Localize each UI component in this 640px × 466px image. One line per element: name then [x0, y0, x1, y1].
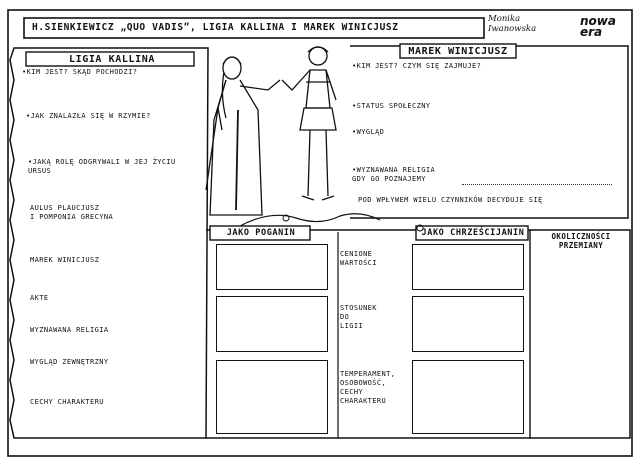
pagan-values-box[interactable] — [216, 244, 328, 290]
marek-heading: MAREK WINICJUSZ — [408, 46, 508, 57]
author-signature: Monika Iwanowska — [488, 14, 537, 34]
christian-values-box[interactable] — [412, 244, 524, 290]
pagan-attitude-box[interactable] — [216, 296, 328, 352]
pagan-heading: JAKO POGANIN — [226, 228, 296, 238]
row-label-temperament: TEMPERAMENT, OSOBOWOŚĆ, CECHY CHARAKTERU — [340, 370, 396, 405]
marek-item-who: •KIM JEST? CZYM SIĘ ZAJMUJE? — [352, 62, 482, 70]
ligia-item-marek: MAREK WINICJUSZ — [30, 256, 100, 264]
nowa-era-logo: nowa era — [580, 14, 616, 39]
marek-item-status: •STATUS SPOŁECZNY — [352, 102, 431, 110]
pagan-temperament-box[interactable] — [216, 360, 328, 434]
page-title: H.SIENKIEWICZ „QUO VADIS”, LIGIA KALLINA… — [32, 22, 399, 33]
ligia-item-rome: •JAK ZNALAZŁA SIĘ W RZYMIE? — [26, 112, 151, 120]
ligia-item-roles: •JAKĄ ROLĘ ODGRYWALI W JEJ ŻYCIU URSUS — [28, 158, 176, 175]
row-label-values: CENIONE WARTOŚCI — [340, 250, 377, 267]
ligia-item-character: CECHY CHARAKTERU — [30, 398, 104, 406]
ligia-item-appearance: WYGLĄD ZEWNĘTRZNY — [30, 358, 109, 366]
circumstances-heading: OKOLICZNOŚCI PRZEMIANY — [551, 232, 611, 250]
christian-heading: JAKO CHRZEŚCIJANIN — [421, 228, 525, 238]
ligia-heading: LIGIA KALLINA — [68, 54, 156, 65]
ligia-item-origin: •KIM JEST? SKĄD POCHODZI? — [22, 68, 138, 76]
ligia-item-religion: WYZNAWANA RELIGIA — [30, 326, 109, 334]
marek-item-religion: •WYZNAWANA RELIGIA GDY GO POZNAJEMY — [352, 166, 436, 183]
marek-item-appearance: •WYGLĄD — [352, 128, 385, 136]
marek-item-decision: POD WPŁYWEM WIELU CZYNNIKÓW DECYDUJE SIĘ — [358, 196, 543, 204]
ligia-item-akte: AKTE — [30, 294, 49, 302]
christian-temperament-box[interactable] — [412, 360, 524, 434]
row-label-attitude: STOSUNEK DO LIGII — [340, 304, 377, 330]
vine-icon — [239, 213, 381, 227]
ligia-figure-icon — [205, 56, 281, 216]
marek-figure-icon — [281, 46, 337, 201]
christian-attitude-box[interactable] — [412, 296, 524, 352]
marek-religion-answer-line[interactable] — [462, 184, 612, 185]
ligia-item-aulus: AULUS PLAUCJUSZ I POMPONIA GRECYNA — [30, 204, 114, 221]
